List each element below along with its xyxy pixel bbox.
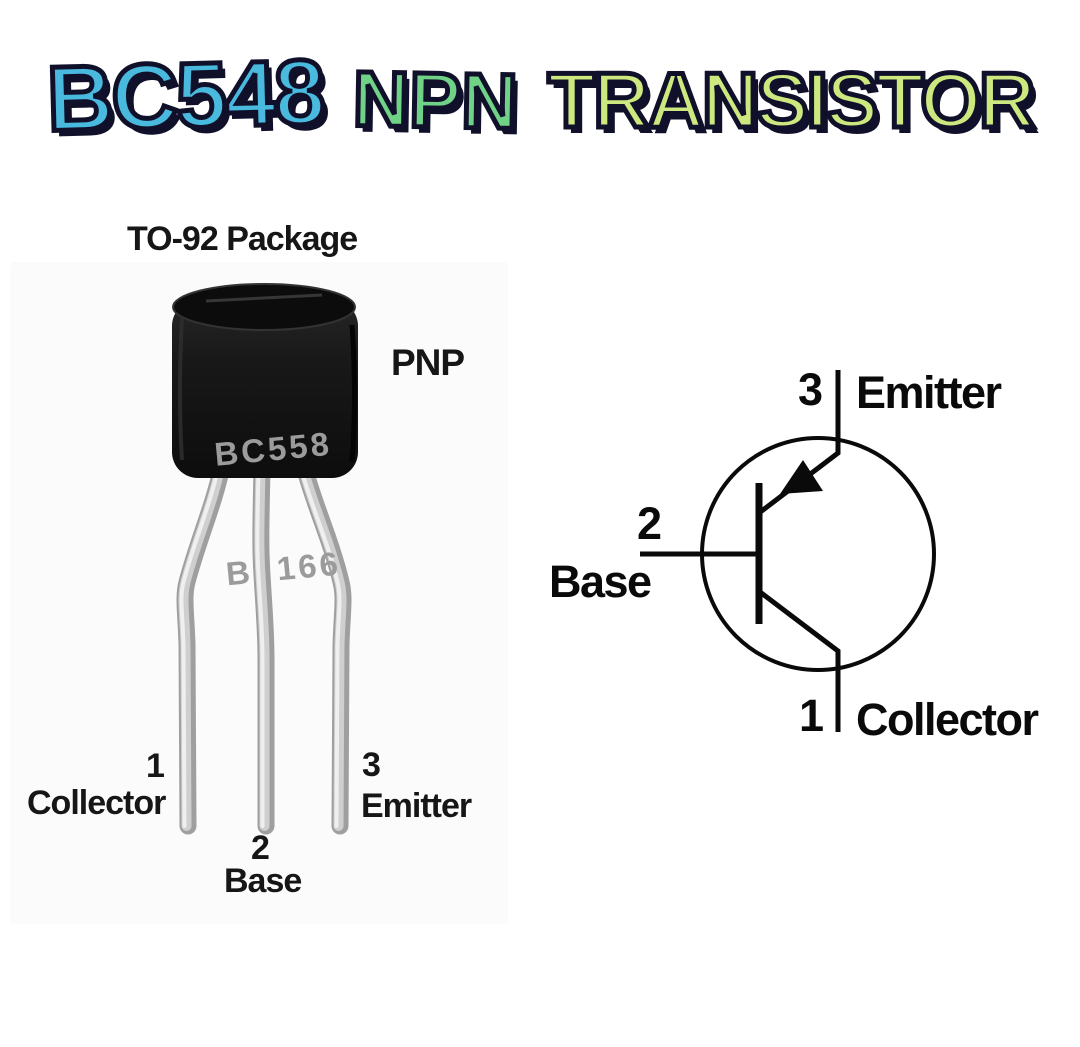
symbol-emitter-arrow-icon [780, 460, 823, 494]
photo-pin3-name-label: Emitter [361, 787, 472, 825]
symbol-pin2-number-label: 2 [637, 498, 662, 549]
body-top-marking [205, 293, 323, 303]
symbol-collector-lead [758, 590, 841, 732]
package-label: TO-92 Package [127, 220, 358, 258]
symbol-base-label: Base [549, 556, 652, 607]
title-component-word: TRANSISTOR [545, 56, 1038, 144]
symbol-collector-label: Collector [856, 694, 1039, 745]
photo-pin2-name-label: Base [224, 862, 302, 900]
transistor-body [172, 283, 358, 478]
to92-photo-illustration [172, 283, 358, 835]
title-transistor-type: NPN [350, 52, 521, 148]
transistor-leads [176, 457, 352, 835]
symbol-pin3-number-label: 3 [798, 364, 823, 415]
lead-emitter [295, 457, 352, 835]
photo-pin2-number-label: 2 [251, 829, 270, 867]
title-part-number: BC548 [43, 39, 327, 153]
photo-pin1-number-label: 1 [146, 747, 165, 785]
polarity-label: PNP [391, 342, 465, 383]
symbol-pin1-number-label: 1 [799, 690, 824, 741]
photo-pin1-name-label: Collector [27, 784, 166, 822]
title: BC548 NPN TRANSISTOR [0, 39, 1080, 153]
body-marking-line2: B 166 [224, 544, 343, 593]
lead-collector [176, 457, 231, 835]
lead-base [252, 459, 275, 835]
symbol-emitter-label: Emitter [856, 367, 1002, 418]
photo-pin3-number-label: 3 [362, 746, 381, 784]
transistor-symbol [640, 370, 936, 732]
body-marking-line1: BC558 [212, 424, 334, 473]
